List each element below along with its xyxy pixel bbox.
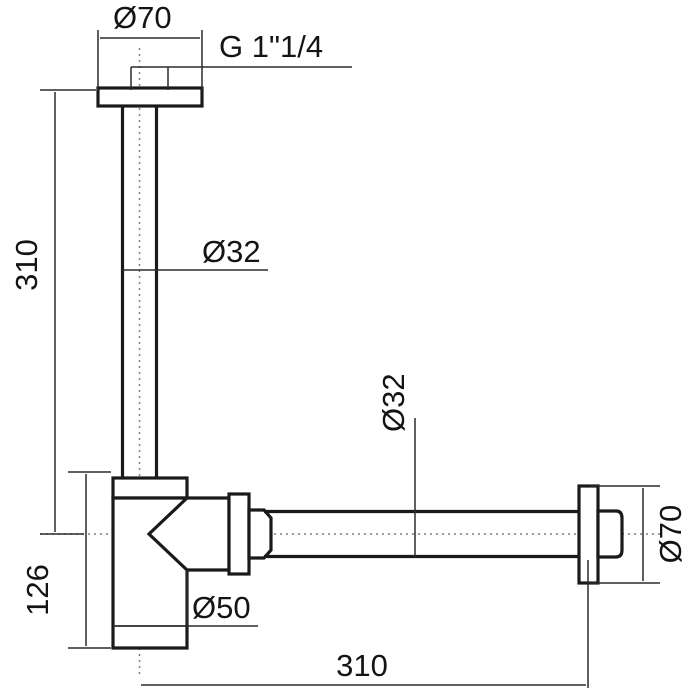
dimension-wall-flange-diameter: Ø70: [590, 485, 688, 584]
dimension-outlet-length: 310: [141, 560, 589, 688]
dimension-trap-body-height: 126: [20, 471, 111, 649]
outlet-coupling-nut: [227, 492, 251, 576]
label-wall-flange-diameter: Ø70: [653, 505, 688, 564]
dimension-vertical-pipe-diameter: Ø32: [122, 234, 268, 271]
dimension-trap-body-diameter: Ø50: [113, 570, 258, 627]
top-flange: [96, 86, 204, 108]
label-trap-body-diameter: Ø50: [192, 590, 251, 625]
dimension-horizontal-pipe-diameter: Ø32: [376, 373, 416, 557]
label-top-flange-diameter: Ø70: [113, 0, 172, 35]
label-vertical-pipe-diameter: Ø32: [202, 234, 261, 269]
part-geometry: [96, 86, 624, 650]
dimension-top-flange-diameter: Ø70: [97, 0, 203, 90]
label-horizontal-pipe-diameter: Ø32: [376, 373, 411, 432]
label-inlet-thread: G 1"1/4: [219, 29, 323, 64]
dimension-inlet-thread: G 1"1/4: [130, 29, 352, 90]
label-outlet-length: 310: [336, 648, 388, 683]
pipe-end-cap: [596, 509, 624, 559]
outlet-transition: [146, 496, 231, 572]
coupling-shoulder: [247, 508, 273, 560]
label-overall-height: 310: [9, 239, 44, 291]
dimension-overall-height: 310: [9, 89, 96, 535]
label-trap-body-height: 126: [20, 564, 55, 616]
trap-collar: [111, 476, 189, 500]
